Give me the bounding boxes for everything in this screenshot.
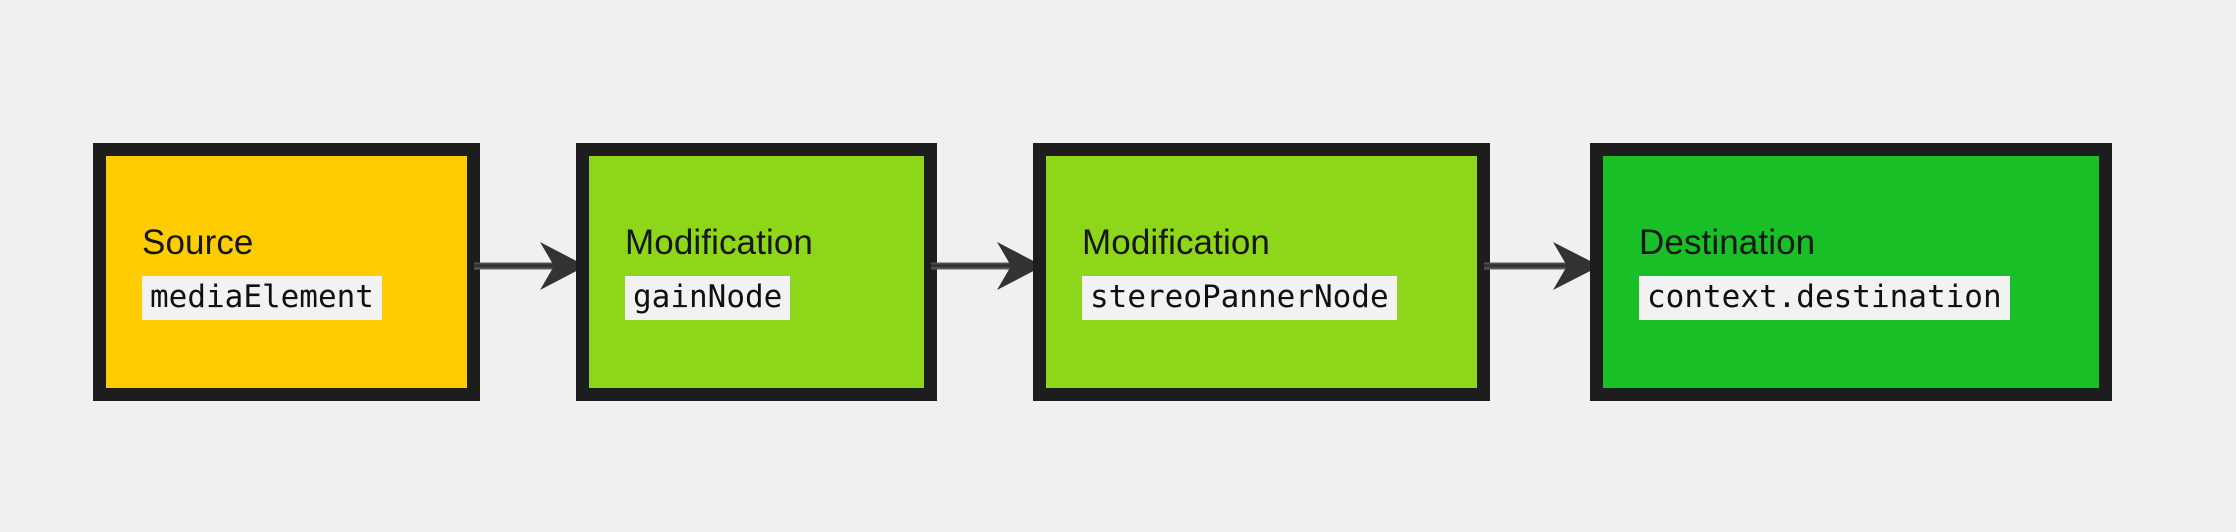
node-code-badge: mediaElement — [142, 275, 382, 320]
diagram-edge-gain-to-panner — [931, 238, 1043, 294]
arrow-right-icon — [931, 242, 1043, 290]
arrow-right-icon — [1484, 242, 1600, 290]
diagram-node-destination[interactable]: Destination context.destination — [1590, 143, 2112, 401]
node-title: Source — [142, 223, 254, 263]
node-code-badge: gainNode — [625, 275, 791, 320]
node-code-badge: context.destination — [1639, 275, 2010, 320]
diagram-node-gain[interactable]: Modification gainNode — [576, 143, 937, 401]
node-title: Modification — [625, 223, 813, 263]
node-title: Modification — [1082, 223, 1270, 263]
diagram-edge-source-to-gain — [474, 238, 586, 294]
arrow-right-icon — [474, 242, 586, 290]
node-code-badge: stereoPannerNode — [1082, 275, 1397, 320]
diagram-node-stereo-panner[interactable]: Modification stereoPannerNode — [1033, 143, 1490, 401]
node-title: Destination — [1639, 223, 1816, 263]
diagram-edge-panner-to-destination — [1484, 238, 1600, 294]
diagram-node-source[interactable]: Source mediaElement — [93, 143, 480, 401]
